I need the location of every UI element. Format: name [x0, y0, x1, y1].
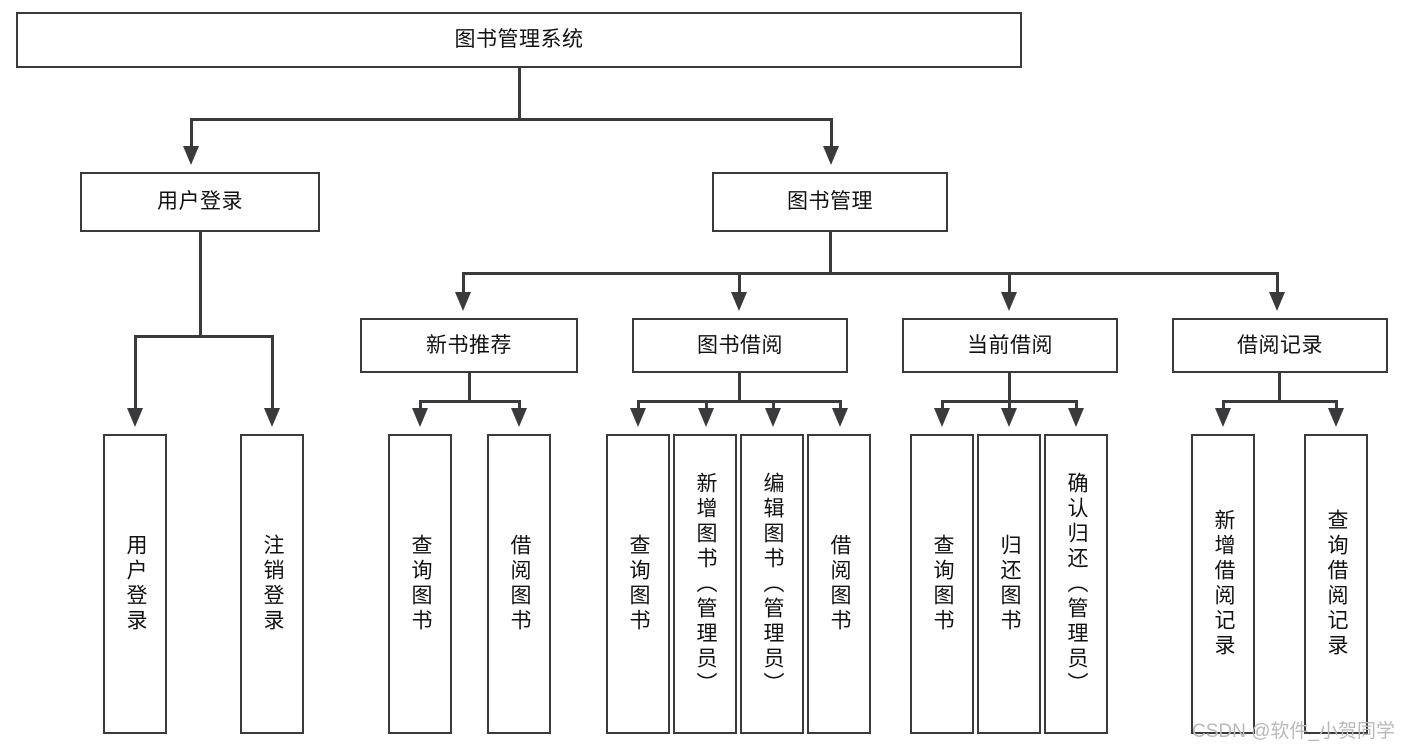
arrowhead-leaf-borrow-book-1 [511, 408, 527, 427]
connector-user-login-bus [134, 335, 274, 338]
node-label: 注销登录 [261, 534, 285, 634]
connector-bb-to-leaf-1 [637, 400, 640, 410]
leaf-return-book[interactable]: 归还图书 [977, 434, 1041, 734]
connector-book-management-stem [829, 232, 832, 272]
connector-new-book-bus [419, 400, 521, 403]
node-label: 用户登录 [124, 534, 148, 634]
arrowhead-leaf-borrow-book-2 [832, 408, 848, 427]
node-label: 查询图书 [931, 534, 955, 634]
leaf-user-login[interactable]: 用户登录 [103, 434, 167, 734]
connector-bb-to-leaf-3 [772, 400, 775, 410]
watermark: CSDN @软件_小贺同学 [1192, 721, 1395, 742]
arrowhead-leaf-query-book-1 [412, 408, 428, 427]
arrowhead-to-current-borrow [1001, 292, 1017, 311]
node-user-login[interactable]: 用户登录 [80, 172, 320, 232]
arrowhead-leaf-user-login [127, 408, 143, 427]
connector-bb-to-leaf-2 [705, 400, 708, 410]
arrowhead-leaf-logout [264, 408, 280, 427]
arrowhead-to-borrow-record [1269, 292, 1285, 311]
connector-current-borrow-stem [1008, 373, 1011, 400]
leaf-edit-book-admin[interactable]: 编辑图书（管理员） [740, 434, 804, 734]
node-label: 查询借阅记录 [1325, 509, 1349, 659]
node-label: 新书推荐 [426, 333, 512, 357]
connector-root-stem [518, 68, 521, 118]
node-current-borrow[interactable]: 当前借阅 [902, 318, 1118, 373]
arrowhead-leaf-edit-book [765, 408, 781, 427]
connector-new-book-to-leaf-2 [518, 400, 521, 410]
leaf-add-borrow-record[interactable]: 新增借阅记录 [1191, 434, 1255, 734]
node-label: 查询图书 [627, 534, 651, 634]
connector-user-login-stem [199, 232, 202, 335]
node-label: 新增图书（管理员） [694, 471, 718, 697]
connector-book-borrow-stem [738, 373, 741, 400]
connector-cb-to-leaf-1 [941, 400, 944, 410]
connector-br-to-leaf-2 [1335, 400, 1338, 410]
node-label: 用户登录 [157, 190, 243, 214]
leaf-query-book-current[interactable]: 查询图书 [910, 434, 974, 734]
node-label: 查询图书 [409, 534, 433, 634]
arrowhead-leaf-query-book-3 [934, 408, 950, 427]
connector-cb-to-leaf-2 [1008, 400, 1011, 410]
arrowhead-to-user-login [183, 146, 199, 165]
arrowhead-to-book-borrow [731, 292, 747, 311]
connector-user-login-to-leaf-2 [271, 335, 274, 410]
node-label: 归还图书 [998, 534, 1022, 634]
arrowhead-leaf-add-borrow-record [1215, 408, 1231, 427]
node-label: 图书管理系统 [454, 28, 584, 52]
connector-new-book-to-leaf-1 [419, 400, 422, 410]
leaf-query-borrow-record[interactable]: 查询借阅记录 [1304, 434, 1368, 734]
connector-borrow-record-stem [1278, 373, 1281, 400]
leaf-borrow-book-new-book[interactable]: 借阅图书 [487, 434, 551, 734]
connector-root-bus [190, 118, 833, 121]
connector-br-to-leaf-1 [1222, 400, 1225, 410]
arrowhead-leaf-add-book [698, 408, 714, 427]
node-book-management[interactable]: 图书管理 [712, 172, 948, 232]
leaf-add-book-admin[interactable]: 新增图书（管理员） [673, 434, 737, 734]
arrowhead-to-new-book-recommendation [455, 292, 471, 311]
connector-bm-to-current-borrow [1008, 272, 1011, 294]
connector-root-to-user-login [190, 118, 193, 148]
node-label: 确认归还（管理员） [1065, 471, 1089, 697]
connector-bm-to-new-book [462, 272, 465, 294]
connector-bb-to-leaf-4 [839, 400, 842, 410]
node-book-borrow[interactable]: 图书借阅 [632, 318, 848, 373]
connector-book-borrow-bus [637, 400, 842, 403]
arrowhead-to-book-management [823, 146, 839, 165]
node-label: 当前借阅 [967, 333, 1053, 357]
leaf-borrow-book-borrow[interactable]: 借阅图书 [807, 434, 871, 734]
node-root-book-management-system[interactable]: 图书管理系统 [16, 12, 1022, 68]
node-label: 图书借阅 [697, 333, 783, 357]
connector-user-login-to-leaf-1 [134, 335, 137, 410]
node-label: 借阅图书 [508, 534, 532, 634]
connector-bm-to-borrow-record [1276, 272, 1279, 294]
leaf-logout[interactable]: 注销登录 [240, 434, 304, 734]
arrowhead-leaf-query-book-2 [630, 408, 646, 427]
connector-cb-to-leaf-3 [1075, 400, 1078, 410]
connector-root-to-book-management [830, 118, 833, 148]
arrowhead-leaf-confirm-return [1068, 408, 1084, 427]
node-label: 图书管理 [787, 190, 873, 214]
node-label: 借阅图书 [828, 534, 852, 634]
arrowhead-leaf-return-book [1001, 408, 1017, 427]
connector-borrow-record-bus [1222, 400, 1338, 403]
node-borrow-record[interactable]: 借阅记录 [1172, 318, 1388, 373]
leaf-confirm-return-admin[interactable]: 确认归还（管理员） [1044, 434, 1108, 734]
arrowhead-leaf-query-borrow-record [1328, 408, 1344, 427]
node-label: 借阅记录 [1237, 333, 1323, 357]
leaf-query-book-borrow[interactable]: 查询图书 [606, 434, 670, 734]
connector-book-management-bus [462, 272, 1279, 275]
node-new-book-recommendation[interactable]: 新书推荐 [360, 318, 578, 373]
connector-bm-to-book-borrow [738, 272, 741, 294]
node-label: 编辑图书（管理员） [761, 471, 785, 697]
connector-new-book-stem [468, 373, 471, 400]
node-label: 新增借阅记录 [1212, 509, 1236, 659]
leaf-query-book-new-book[interactable]: 查询图书 [388, 434, 452, 734]
